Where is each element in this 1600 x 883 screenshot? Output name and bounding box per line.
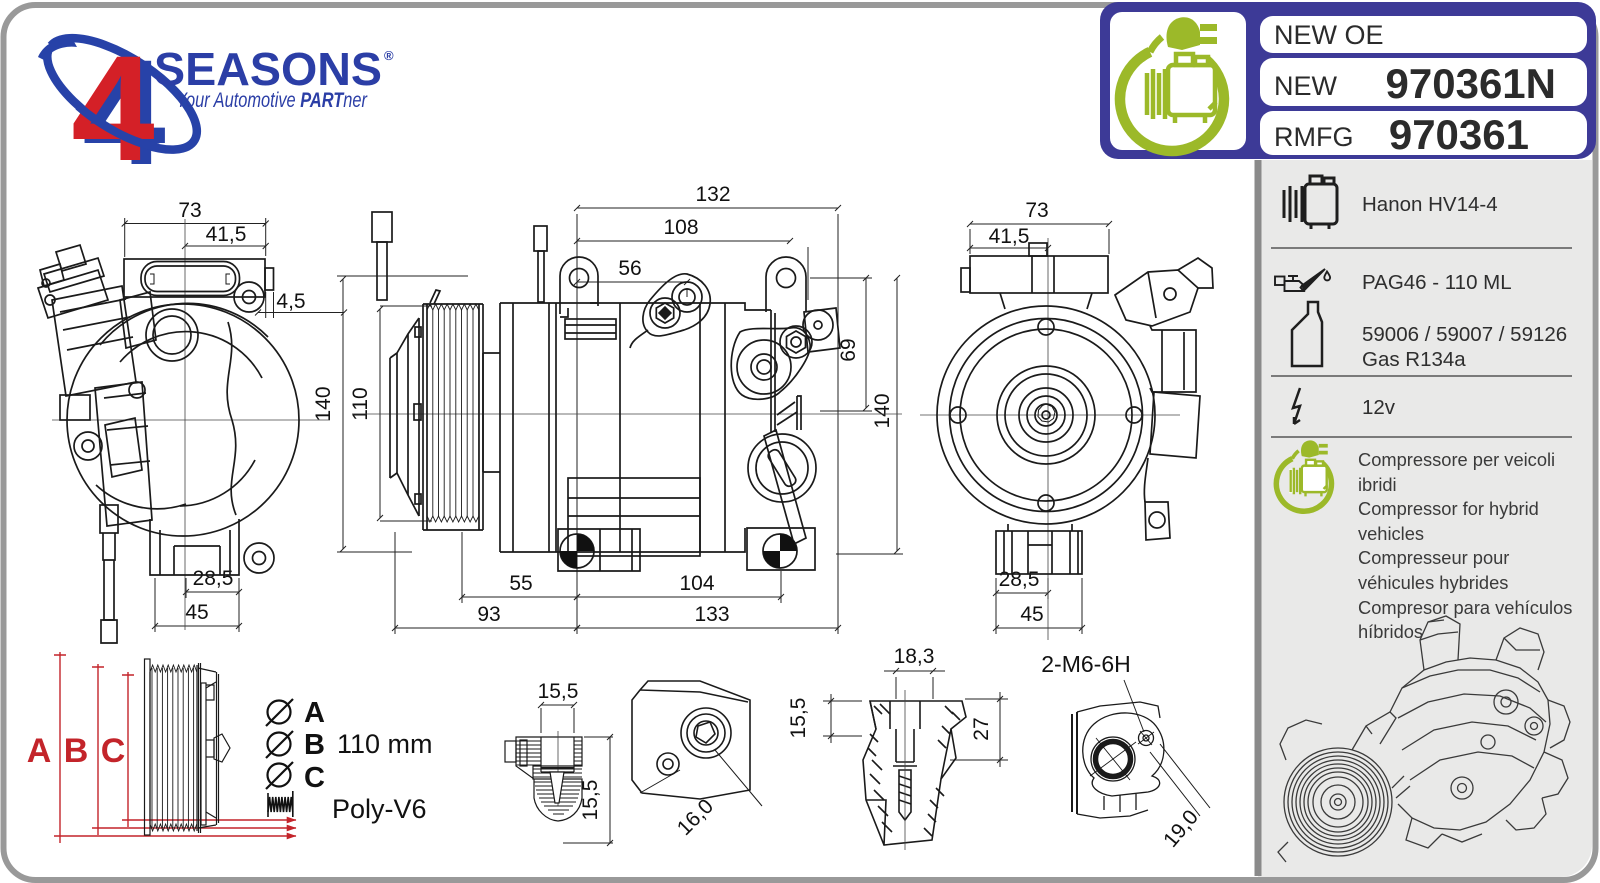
svg-text:Hanon HV14-4: Hanon HV14-4: [1362, 193, 1498, 216]
svg-text:Gas R134a: Gas R134a: [1362, 348, 1466, 371]
svg-text:15,5: 15,5: [538, 680, 579, 703]
svg-text:45: 45: [185, 601, 208, 624]
svg-text:Compresseur pour: Compresseur pour: [1358, 547, 1509, 568]
svg-text:41,5: 41,5: [989, 225, 1030, 248]
svg-text:18,3: 18,3: [894, 645, 935, 668]
svg-text:69: 69: [837, 338, 860, 361]
svg-text:41,5: 41,5: [206, 223, 247, 246]
svg-text:B: B: [64, 732, 89, 770]
svg-text:Poly-V6: Poly-V6: [332, 794, 427, 824]
svg-text:Compressore per veicoli: Compressore per veicoli: [1358, 449, 1555, 470]
svg-text:140: 140: [312, 386, 335, 421]
svg-text:12v: 12v: [1362, 396, 1396, 419]
svg-text:véhicules hybrides: véhicules hybrides: [1358, 572, 1508, 593]
svg-text:C: C: [101, 732, 126, 770]
svg-text:59006 / 59007 / 59126: 59006 / 59007 / 59126: [1362, 323, 1567, 346]
svg-text:110 mm: 110 mm: [337, 729, 433, 759]
svg-text:Compresor para vehículos: Compresor para vehículos: [1358, 597, 1572, 618]
svg-text:®: ®: [384, 48, 394, 63]
svg-text:Compressor for hybrid: Compressor for hybrid: [1358, 498, 1539, 519]
svg-text:híbridos: híbridos: [1358, 621, 1423, 642]
svg-text:970361: 970361: [1389, 111, 1529, 158]
svg-text:NEW: NEW: [1274, 71, 1338, 101]
svg-text:SEASONS: SEASONS: [154, 43, 382, 95]
svg-text:27: 27: [970, 717, 993, 740]
svg-text:A: A: [304, 697, 325, 729]
svg-text:93: 93: [477, 603, 500, 626]
svg-text:NEW OE: NEW OE: [1274, 20, 1384, 50]
svg-text:73: 73: [178, 199, 201, 222]
svg-text:133: 133: [694, 603, 729, 626]
svg-text:C: C: [304, 762, 325, 794]
svg-text:15,5: 15,5: [579, 780, 602, 821]
svg-text:73: 73: [1025, 199, 1048, 222]
svg-text:2-M6-6H: 2-M6-6H: [1041, 651, 1130, 677]
svg-text:110: 110: [349, 387, 372, 420]
svg-text:45: 45: [1020, 603, 1043, 626]
svg-text:108: 108: [663, 216, 698, 239]
svg-text:28,5: 28,5: [193, 567, 234, 590]
svg-text:4,5: 4,5: [276, 290, 305, 313]
svg-text:4: 4: [82, 28, 165, 196]
svg-text:vehicles: vehicles: [1358, 523, 1424, 544]
svg-text:ibridi: ibridi: [1358, 474, 1397, 495]
svg-text:55: 55: [509, 572, 532, 595]
svg-text:132: 132: [695, 183, 730, 206]
svg-text:PAG46 - 110 ML: PAG46 - 110 ML: [1362, 271, 1512, 294]
svg-text:56: 56: [618, 257, 641, 280]
svg-text:104: 104: [679, 572, 714, 595]
svg-text:B: B: [304, 729, 325, 761]
svg-text:RMFG: RMFG: [1274, 122, 1353, 152]
svg-text:970361N: 970361N: [1386, 60, 1556, 107]
svg-text:15,5: 15,5: [787, 698, 810, 739]
svg-text:140: 140: [871, 393, 894, 428]
svg-text:Your Automotive PARTner: Your Automotive PARTner: [176, 89, 368, 112]
svg-text:A: A: [27, 732, 52, 770]
